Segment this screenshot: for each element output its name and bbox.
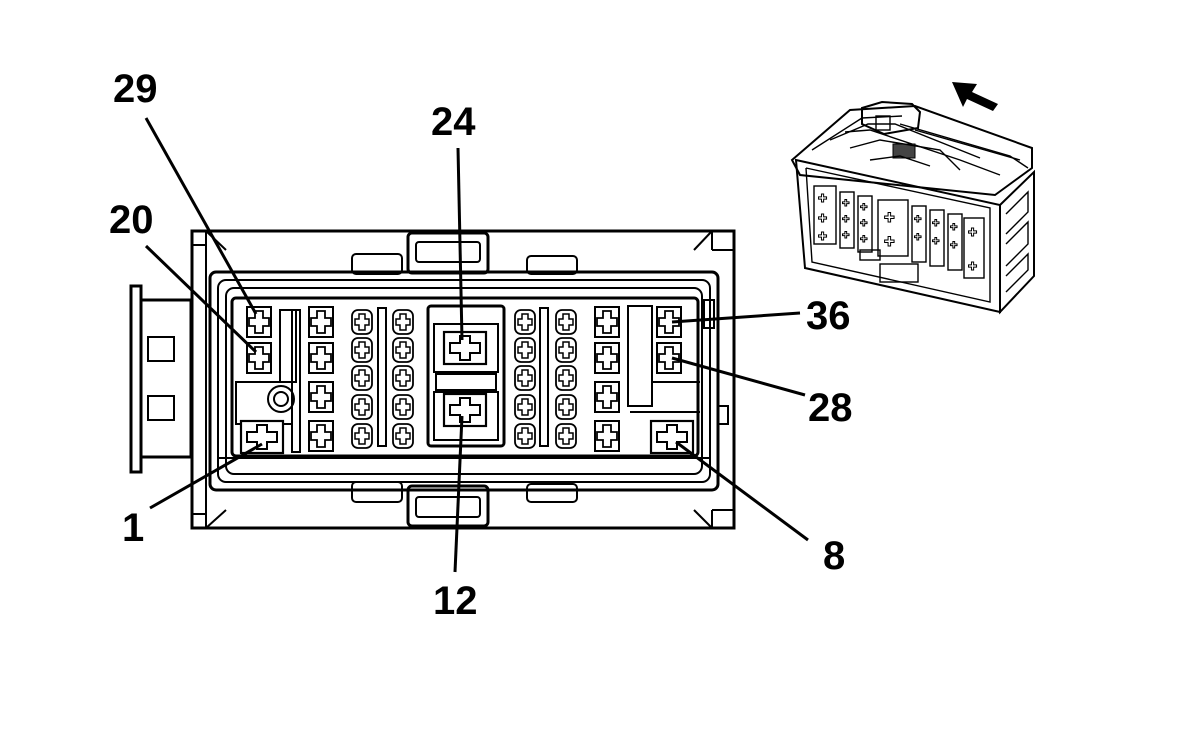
svg-text:✚: ✚ <box>968 226 977 239</box>
svg-text:✚: ✚ <box>842 199 850 209</box>
pin-labels: 29 20 24 36 28 1 12 8 <box>109 67 853 623</box>
pin-label-20: 20 <box>109 198 154 242</box>
connector-3d-view: ✚ ✚ ✚ ✚ ✚ ✚ ✚ ✚ ✚ ✚ ✚ ✚ ✚ ✚ ✚ ✚ ✚ ✚ ✚ <box>790 100 1035 315</box>
svg-text:✚: ✚ <box>818 212 827 225</box>
pin-label-8: 8 <box>823 534 845 578</box>
svg-text:✚: ✚ <box>932 219 940 229</box>
svg-text:✚: ✚ <box>818 230 827 243</box>
arrow-icon <box>952 82 998 111</box>
svg-text:✚: ✚ <box>860 235 868 245</box>
leader-lines <box>144 117 809 573</box>
svg-text:✚: ✚ <box>842 215 850 225</box>
pin-cavities <box>239 306 695 455</box>
pin-label-28: 28 <box>808 386 853 430</box>
svg-text:✚: ✚ <box>968 260 977 273</box>
svg-text:✚: ✚ <box>842 231 850 241</box>
svg-text:✚: ✚ <box>950 241 958 251</box>
pin-label-24: 24 <box>431 100 476 144</box>
svg-text:✚: ✚ <box>884 211 895 226</box>
pin-label-12: 12 <box>433 579 478 623</box>
svg-text:✚: ✚ <box>950 223 958 233</box>
pin-label-36: 36 <box>806 294 851 338</box>
svg-text:✚: ✚ <box>932 237 940 247</box>
svg-text:✚: ✚ <box>860 203 868 213</box>
svg-text:✚: ✚ <box>914 215 922 225</box>
connector-face <box>129 229 736 530</box>
svg-text:✚: ✚ <box>860 219 868 229</box>
svg-text:✚: ✚ <box>914 233 922 243</box>
svg-text:✚: ✚ <box>884 235 895 250</box>
svg-text:✚: ✚ <box>818 192 827 205</box>
pin-label-29: 29 <box>113 67 158 111</box>
pin-label-1: 1 <box>122 506 144 550</box>
